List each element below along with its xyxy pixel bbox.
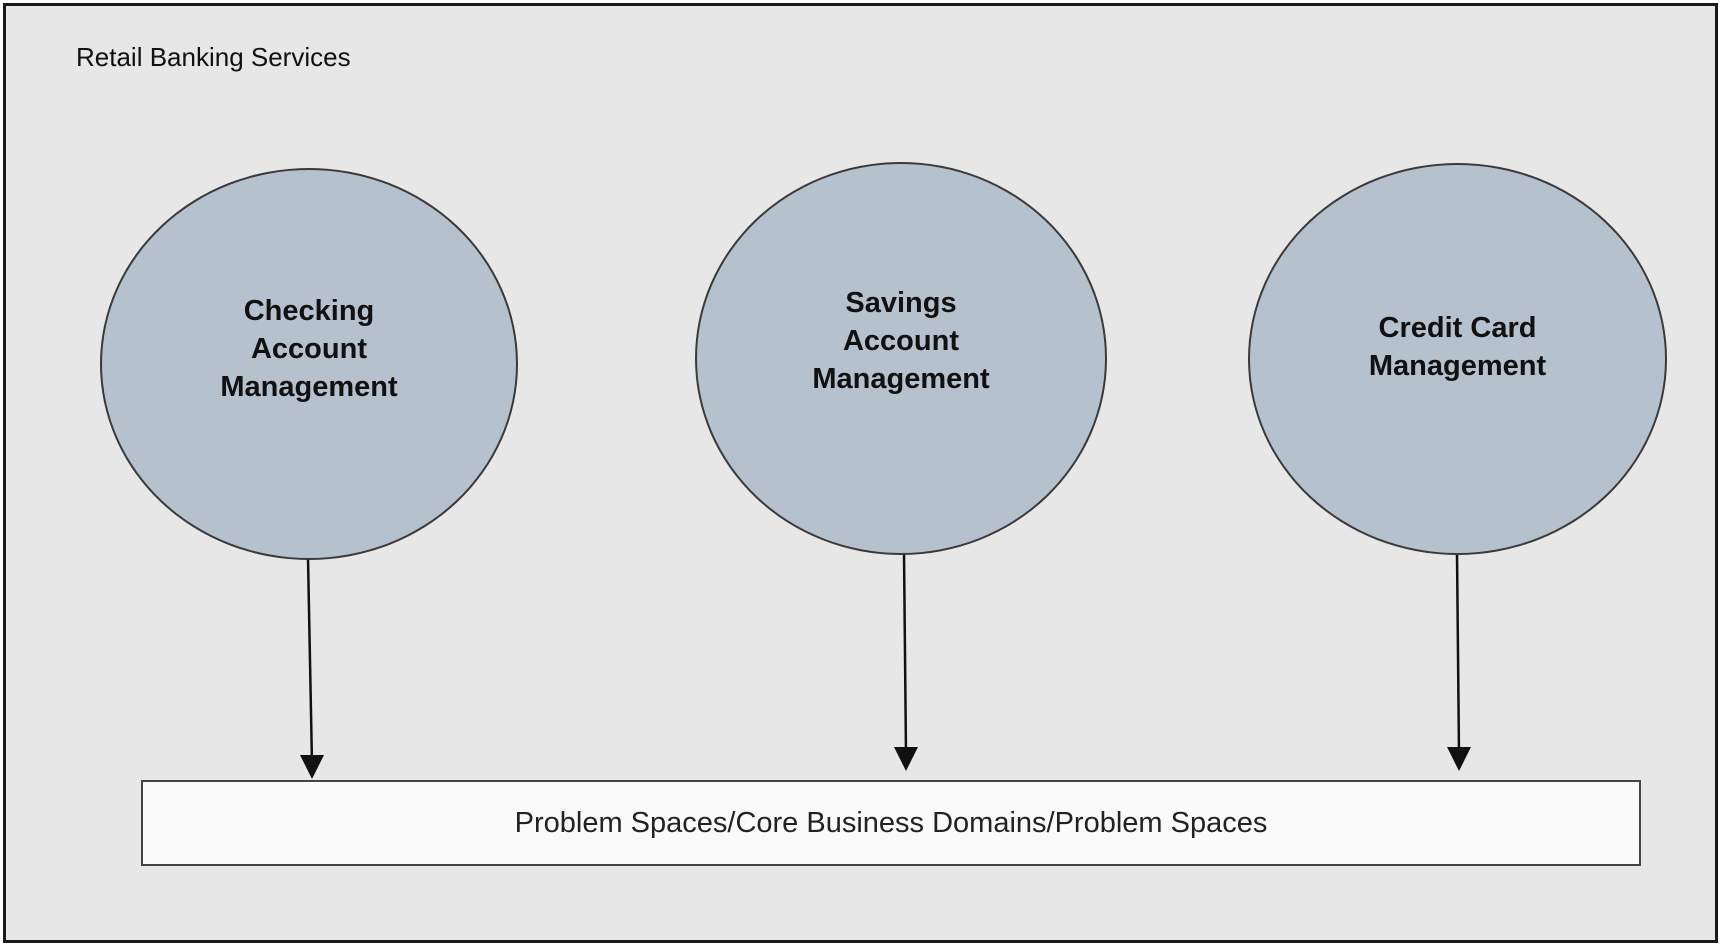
domain-label: Savings Account Management [812, 284, 989, 398]
arrow-checking-to-problem-spaces [300, 557, 324, 779]
domain-label-line: Management [1368, 350, 1547, 382]
domain-label-line: Savings [845, 286, 957, 319]
domain-label-line: Account [842, 324, 959, 357]
arrow-credit-card-to-problem-spaces [1447, 552, 1471, 771]
frame-title: Retail Banking Services [76, 42, 351, 72]
domain-label-line: Management [812, 362, 990, 395]
domain-label-line: Credit Card [1378, 312, 1537, 344]
savings-account-domain: Savings Account Management [695, 162, 1107, 555]
domain-label-line: Management [220, 371, 398, 403]
problem-spaces-box: Problem Spaces/Core Business Domains/Pro… [141, 780, 1641, 866]
arrow-savings-to-problem-spaces [894, 552, 918, 771]
domain-label: Credit Card Management [1369, 309, 1546, 385]
domain-label-line: Checking [243, 295, 375, 327]
problem-spaces-label: Problem Spaces/Core Business Domains/Pro… [514, 806, 1268, 839]
domain-label: Checking Account Management [220, 292, 397, 406]
domain-label-line: Account [250, 333, 367, 365]
credit-card-domain: Credit Card Management [1248, 163, 1667, 555]
checking-account-domain: Checking Account Management [100, 168, 518, 560]
